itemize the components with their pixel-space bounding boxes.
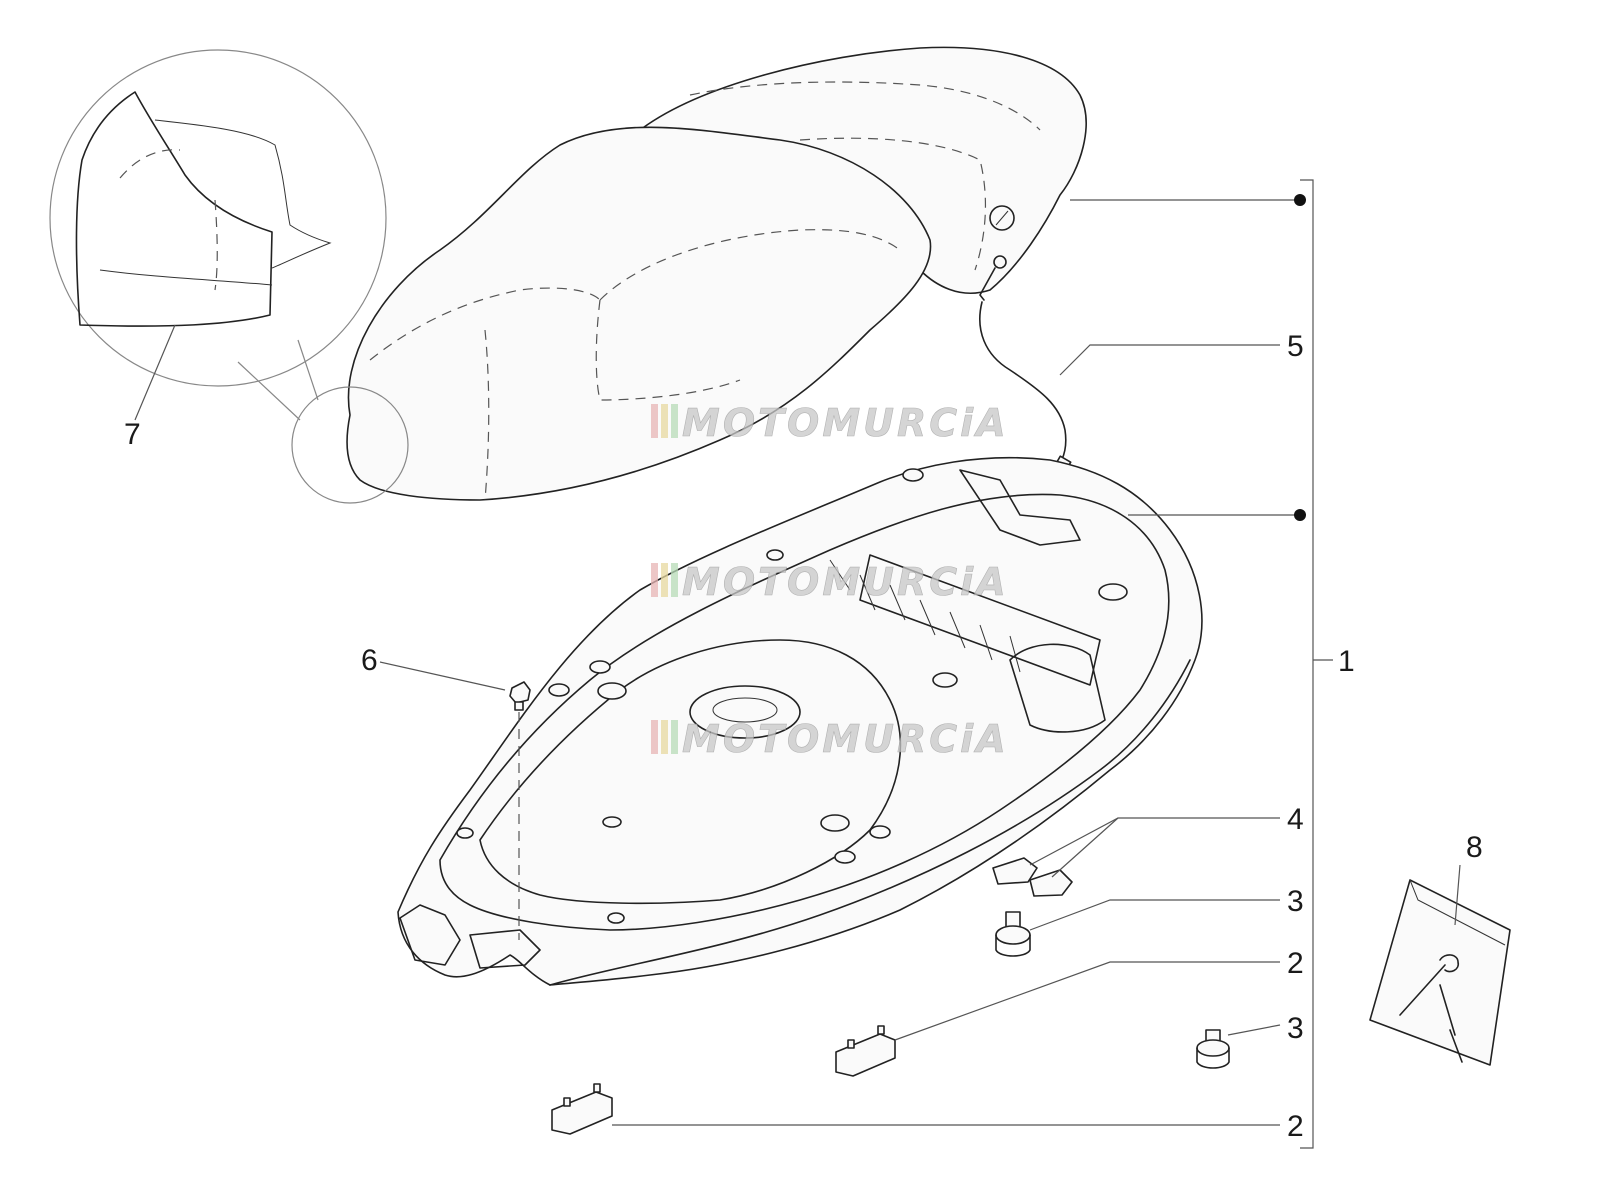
watermark-lower: MOTOMURCiA — [651, 717, 1009, 761]
seat-stitch-line — [484, 329, 490, 501]
seat — [346, 46, 1087, 501]
stopper-lower — [551, 1083, 613, 1135]
callout-3-upper: 3 — [1287, 885, 1304, 918]
detail-source-circle — [291, 386, 409, 504]
callout-6: 6 — [361, 644, 378, 677]
watermark-text: MOTOMURCiA — [682, 560, 1009, 604]
callout-7: 7 — [124, 418, 141, 451]
callout-5: 5 — [1287, 330, 1304, 363]
seat-stitch-line — [799, 137, 987, 271]
compartment-studs — [456, 468, 1128, 924]
clip-left — [992, 857, 1038, 885]
helmet-compartment — [397, 456, 1203, 986]
callout-8: 8 — [1466, 831, 1483, 864]
assembly-bracket — [1294, 179, 1333, 1149]
seat-stitch-line — [369, 287, 601, 361]
stopper-upper — [835, 1025, 896, 1077]
wrench-icon — [1399, 954, 1460, 1016]
rubber-buffer-upper — [995, 911, 1031, 957]
leader-lines — [134, 199, 1461, 1126]
watermark-text: MOTOMURCiA — [682, 717, 1009, 761]
compartment-drain-ring — [689, 685, 801, 739]
screwdriver-icon — [1439, 984, 1463, 1063]
bracket-dot-seat — [1294, 194, 1306, 206]
callout-3-lower: 3 — [1287, 1012, 1304, 1045]
seat-stitch-line — [689, 81, 1041, 131]
seat-stitch-line — [599, 229, 901, 301]
watermark-middle: MOTOMURCiA — [651, 560, 1009, 604]
clips — [992, 857, 1073, 897]
seat-cover-detail — [49, 49, 409, 504]
rubber-buffer-lower — [1196, 1029, 1230, 1069]
bracket-dot-compartment — [1294, 509, 1306, 521]
callout-2-upper: 2 — [1287, 947, 1304, 980]
callout-2-lower: 2 — [1287, 1110, 1304, 1143]
detail-magnifier-circle — [49, 49, 387, 387]
seat-front-section — [346, 126, 932, 501]
watermark-upper: MOTOMURCiA — [651, 401, 1009, 445]
callout-4: 4 — [1287, 803, 1304, 836]
seat-cover-piece — [75, 91, 273, 327]
tool-kit-bag — [1369, 879, 1511, 1066]
callout-labels: 1 2 2 3 3 4 5 6 7 8 — [124, 330, 1483, 1143]
clip-right — [1029, 869, 1073, 897]
compartment-inner-rim — [439, 493, 1170, 931]
seat-stitch-line — [595, 299, 741, 401]
seat-lock-icon — [989, 205, 1015, 231]
watermark-text: MOTOMURCiA — [682, 401, 1009, 445]
screw — [509, 681, 531, 940]
callout-1: 1 — [1338, 645, 1355, 678]
